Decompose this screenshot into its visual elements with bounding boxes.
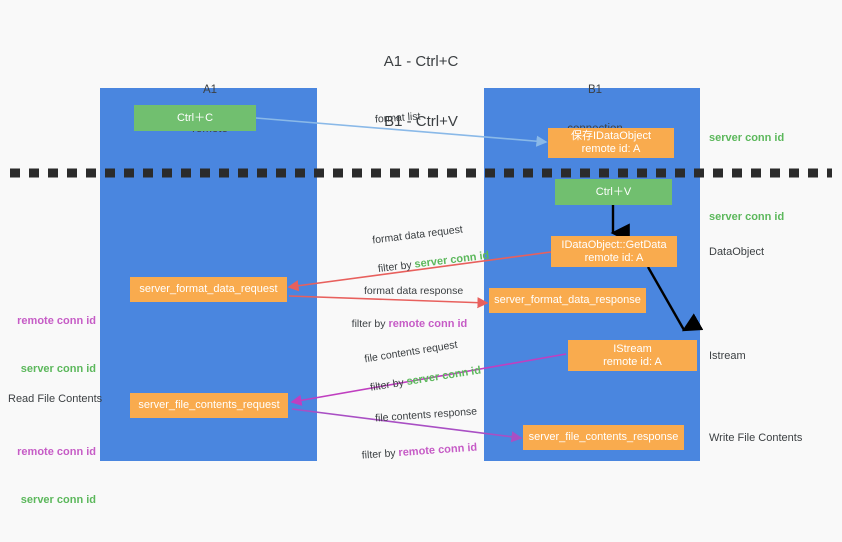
box-server-format-data-request[interactable]: server_format_data_request <box>130 277 287 302</box>
filter-prefix-4: filter by <box>361 447 399 462</box>
filter-value-1: server conn id <box>413 249 490 271</box>
arrow-file-contents-response <box>291 408 523 443</box>
box-server-file-contents-request[interactable]: server_file_contents_request <box>130 393 288 418</box>
box-idataobject-getdata[interactable]: IDataObject::GetData remote id: A <box>551 236 677 267</box>
arrow-format-list <box>255 117 548 147</box>
filter-value-4: remote conn id <box>398 441 478 460</box>
page-title: A1 - Ctrl+C B1 - Ctrl+V <box>0 12 842 172</box>
box-istream-line1: IStream <box>613 342 652 355</box>
left-label-remote-conn-id-1: remote conn id <box>17 315 96 327</box>
right-label-istream: Istream <box>709 350 746 362</box>
arrow-getdata-istream <box>646 266 704 332</box>
left-label-server-conn-id-2: server conn id <box>20 494 96 506</box>
arrow-label-format-data-response-filter: filter by remote conn id <box>340 306 468 342</box>
box-save-idataobject-line1: 保存IDataObject <box>570 130 652 142</box>
filter-value-2: remote conn id <box>388 318 468 330</box>
divider-layer <box>10 168 832 178</box>
right-label-server-conn-id-2: server conn id <box>709 211 785 223</box>
box-getdata-line1: IDataObject::GetData <box>561 238 667 251</box>
column-a1-name: A1 <box>202 84 218 96</box>
title-line-2: B1 - Ctrl+V <box>384 113 458 130</box>
right-label-server-conn-id-1: server conn id <box>709 132 785 144</box>
left-label-group-format: remote conn id server conn id <box>8 279 96 411</box>
box-save-idataobject-line2: remote id: A <box>581 143 641 155</box>
filter-prefix-2: filter by <box>351 318 389 330</box>
arrows-layer <box>255 117 704 443</box>
arrow-file-contents-request <box>290 353 567 406</box>
diagram-canvas: A1 - Ctrl+C B1 - Ctrl+V A1 remote B1 con… <box>0 12 842 506</box>
right-label-write-file-contents: Write File Contents <box>709 432 803 444</box>
box-save-idataobject[interactable]: 保存IDataObject remote id: A <box>548 128 674 158</box>
box-ctrl-c[interactable]: Ctrl＋C <box>134 105 256 131</box>
filter-value-3: server conn id <box>405 364 482 389</box>
filter-prefix-1: filter by <box>377 258 416 276</box>
left-label-remote-conn-id-2: remote conn id <box>17 446 96 458</box>
box-server-format-data-response[interactable]: server_format_data_response <box>489 288 646 313</box>
left-label-group-file: remote conn id server conn id <box>8 410 96 542</box>
filter-prefix-3: filter by <box>369 376 408 394</box>
arrow-format-data-response <box>288 295 489 309</box>
right-label-dataobject: DataObject <box>709 246 765 258</box>
column-b1-name: B1 <box>587 84 603 96</box>
left-label-read-file-contents: Read File Contents <box>8 393 103 405</box>
left-label-server-conn-id-1: server conn id <box>20 363 96 375</box>
box-istream[interactable]: IStream remote id: A <box>568 340 697 371</box>
box-istream-line2: remote id: A <box>603 355 662 368</box>
box-server-file-contents-response[interactable]: server_file_contents_response <box>523 425 684 450</box>
arrow-label-format-data-response: format data response <box>364 285 464 297</box>
title-line-1: A1 - Ctrl+C <box>383 53 459 70</box>
box-getdata-line2: remote id: A <box>584 251 644 264</box>
box-ctrl-v[interactable]: Ctrl＋V <box>555 179 672 205</box>
arrow-format-data-request <box>287 251 552 292</box>
